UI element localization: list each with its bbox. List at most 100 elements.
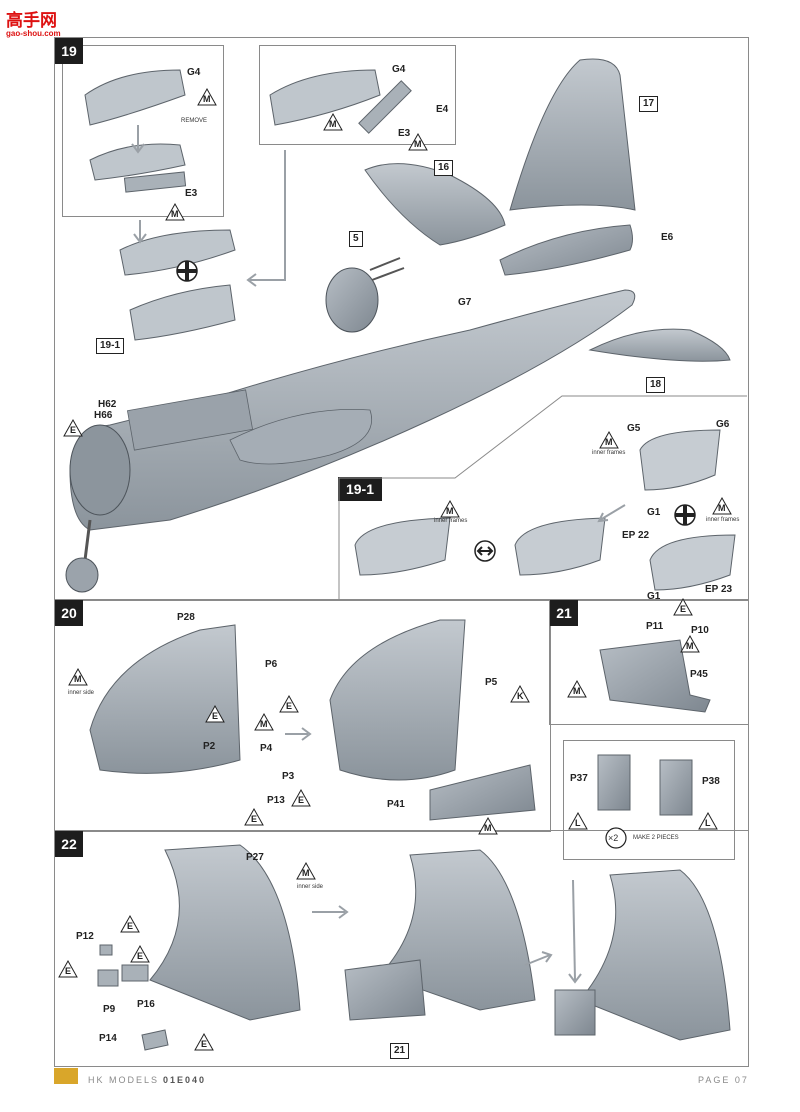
step-21-frame — [549, 599, 749, 725]
fuselage — [69, 289, 636, 531]
label-p28: P28 — [177, 612, 195, 623]
label-p37: P37 — [570, 773, 588, 784]
label-ep23: EP 23 — [705, 584, 733, 595]
stabilizer-16 — [364, 163, 506, 246]
label-p27: P27 — [246, 852, 264, 863]
canopy-19-1-a — [354, 517, 451, 576]
label-g1-b: G1 — [647, 591, 661, 602]
glue-e-letter: E — [137, 951, 144, 961]
ref-step-21: 21 — [390, 1043, 410, 1059]
glue-m-letter: M — [484, 823, 492, 833]
label-p9: P9 — [103, 1004, 116, 1015]
watermark-brand: 高手网 — [6, 11, 57, 31]
glue-m-triangle: M — [440, 500, 460, 518]
glue-m-letter: M — [302, 868, 310, 878]
note-times-two: ×2 — [608, 833, 619, 843]
label-p3: P3 — [282, 771, 295, 782]
note-inner-frames-1: inner frames — [434, 518, 468, 524]
glue-m-triangle: M — [197, 88, 217, 106]
glue-l-letter: L — [705, 818, 711, 828]
seat-22-c — [554, 989, 596, 1036]
label-ep22: EP 22 — [622, 530, 650, 541]
step-19-number: 19 — [55, 38, 83, 64]
label-e3-a: E3 — [185, 188, 198, 199]
seat-assembly-21 — [599, 639, 711, 713]
label-g7: G7 — [458, 297, 472, 308]
glue-m-letter: M — [718, 503, 726, 513]
glue-e-triangle: E — [279, 695, 299, 713]
watermark-url: gao-shou.com — [6, 29, 61, 38]
label-p11: P11 — [646, 621, 664, 632]
glue-m-triangle: M — [68, 668, 88, 686]
step-20-number: 20 — [55, 600, 83, 626]
canopy-g4-b — [269, 69, 381, 126]
step-22-frame — [54, 830, 749, 1067]
label-p10: P10 — [691, 625, 709, 636]
subassy-box-19a — [62, 45, 224, 217]
cockpit-half-a — [89, 624, 241, 774]
glue-m-letter: M — [329, 119, 337, 129]
glue-m-triangle: M — [408, 133, 428, 151]
glue-m-letter: M — [171, 209, 179, 219]
footer-brand: HK MODELS — [88, 1075, 160, 1085]
glue-m-letter: M — [74, 674, 82, 684]
glue-k-triangle: K — [510, 685, 530, 703]
label-p12: P12 — [76, 931, 94, 942]
canopy-19-1-d — [649, 534, 736, 591]
canopy-result — [119, 229, 236, 276]
step-21-number: 21 — [550, 600, 578, 626]
part-p16-shape — [121, 964, 149, 982]
glue-m-triangle: M — [254, 713, 274, 731]
label-g5: G5 — [627, 423, 641, 434]
glue-l-letter: L — [575, 818, 581, 828]
cockpit-half-b — [329, 619, 466, 781]
ref-step-19-1: 19-1 — [96, 338, 125, 354]
ref-step-5: 5 — [349, 231, 363, 247]
glue-e-triangle: E — [291, 789, 311, 807]
ref-step-17: 17 — [639, 96, 659, 112]
canopy-open — [129, 284, 236, 341]
glue-e-triangle: E — [58, 960, 78, 978]
label-p38: P38 — [702, 776, 720, 787]
label-p6: P6 — [265, 659, 278, 670]
glue-m-triangle: M — [296, 862, 316, 880]
e3-b — [358, 80, 412, 134]
glue-m-triangle: M — [165, 203, 185, 221]
note-make-two: MAKE 2 PIECES — [633, 835, 679, 841]
stabilizer-18 — [588, 328, 731, 362]
glue-e-triangle: E — [194, 1033, 214, 1051]
glue-m-triangle: M — [599, 431, 619, 449]
label-g1-a: G1 — [647, 507, 661, 518]
glue-m-letter: M — [605, 437, 613, 447]
step-19-frame — [54, 37, 749, 601]
glue-e-letter: E — [70, 425, 77, 435]
part-p12-shape — [99, 944, 113, 956]
label-g4-a: G4 — [187, 67, 201, 78]
watermark-logo: 高手网 gao-shou.com — [6, 6, 76, 40]
note-inner-side-2: inner side — [297, 884, 324, 890]
nose-wheel — [65, 519, 99, 593]
note-inner-frames-2: inner frames — [592, 450, 626, 456]
step-22-number: 22 — [55, 831, 83, 857]
glue-e-letter: E — [680, 604, 687, 614]
canopy-19-1-c — [639, 429, 721, 491]
label-p5: P5 — [485, 677, 498, 688]
glue-m-triangle: M — [478, 817, 498, 835]
glue-e-letter: E — [127, 921, 134, 931]
glue-e-letter: E — [286, 701, 293, 711]
e3-a — [123, 171, 187, 193]
glue-e-letter: E — [298, 795, 305, 805]
subassy-box-19b — [259, 45, 456, 145]
glue-e-letter: E — [251, 814, 258, 824]
footer-logo — [54, 1068, 78, 1084]
note-inner-side-1: inner side — [68, 690, 95, 696]
canopy-19-1-b — [514, 517, 606, 576]
label-p41: P41 — [387, 799, 405, 810]
glue-m-letter: M — [260, 719, 268, 729]
glue-l-triangle: L — [698, 812, 718, 830]
canopy-g4-a — [84, 69, 186, 126]
label-h62: H62 — [98, 399, 117, 410]
glue-m-triangle: M — [567, 680, 587, 698]
tail-fin-17 — [509, 58, 636, 211]
make-two-icon — [605, 827, 627, 849]
